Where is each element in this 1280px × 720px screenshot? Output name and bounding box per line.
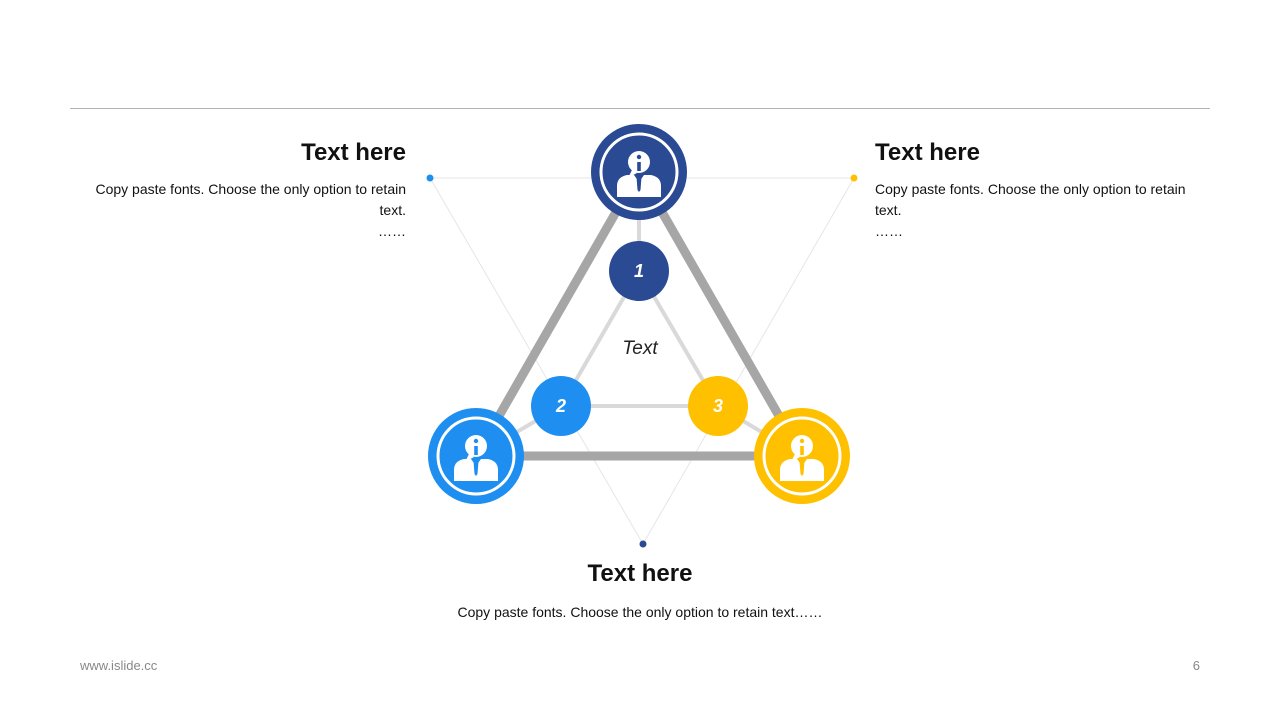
step-2-label: 2 — [555, 396, 566, 416]
step-3-label: 3 — [713, 396, 723, 416]
block-title: Text here — [587, 560, 693, 587]
node-right — [754, 408, 850, 504]
node-left — [428, 408, 524, 504]
block-body: Copy paste fonts. Choose the only option… — [875, 181, 1186, 218]
top-divider — [70, 108, 1210, 109]
block-ellipsis: …… — [875, 223, 903, 239]
outer-triangle — [472, 169, 806, 461]
block-ellipsis: …… — [378, 223, 406, 239]
node-top — [591, 124, 687, 220]
block-title: Text here — [301, 139, 406, 166]
block-title: Text here — [875, 139, 980, 166]
step-1-label: 1 — [634, 261, 644, 281]
step-3: 3 — [688, 376, 748, 436]
text-block-left: Text here Copy paste fonts. Choose the o… — [70, 139, 406, 241]
text-block-bottom: Text here Copy paste fonts. Choose the o… — [390, 560, 890, 623]
guide-dot-right — [850, 174, 858, 182]
guide-dot-bottom — [639, 540, 647, 548]
step-2: 2 — [531, 376, 591, 436]
page-number: 6 — [1192, 658, 1200, 673]
block-body: Copy paste fonts. Choose the only option… — [457, 604, 823, 620]
step-1: 1 — [609, 241, 669, 301]
center-label: Text — [622, 338, 658, 359]
footer-website: www.islide.cc — [80, 658, 158, 673]
block-body: Copy paste fonts. Choose the only option… — [95, 181, 406, 218]
guide-dot-left — [426, 174, 434, 182]
text-block-right: Text here Copy paste fonts. Choose the o… — [875, 139, 1205, 241]
